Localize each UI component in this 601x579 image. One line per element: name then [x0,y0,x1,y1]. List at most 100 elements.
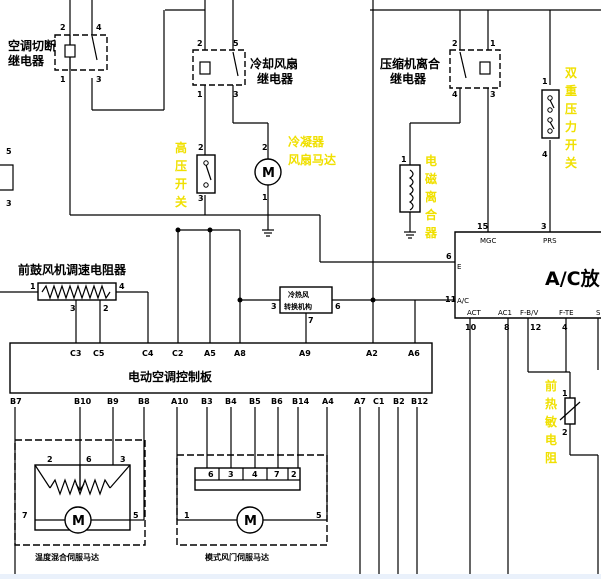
pin-label: 2 [262,143,268,152]
pin-label: 2 [452,39,458,48]
pin-label: 1 [197,90,203,99]
pin-label: 3 [120,455,126,464]
relay-fan-label: 冷却风扇 [250,56,298,71]
mode-damper-servo: 6 3 4 7 2 M 1 5 模式风门伺服马达 [176,454,328,562]
pin-label: 6 [446,252,452,261]
pin-label: 1 [401,155,407,164]
pin-label: 1 [542,77,548,86]
control-board-label: 电动空调控制板 [128,369,213,384]
dual-switch-label: 重 [565,83,577,98]
ac-pin-name: A/C [457,297,469,305]
clutch-label: 合 [425,207,438,222]
ac-module-label: A/C放 [545,267,601,290]
board-top-wiring [175,227,376,343]
recirc-label: 转换机构 [284,302,312,311]
pin-label: C3 [70,349,81,358]
blower-resistor-label: 前鼓风机调速电阻器 [18,262,127,277]
pin-label: A6 [408,349,420,358]
top-wiring [69,0,601,300]
ac-pin-name: F-B/V [520,309,538,317]
pin-label: 2 [291,470,297,479]
pin-label: 4 [96,23,102,32]
pin-label: B4 [225,397,237,406]
pin-label: 6 [335,302,341,311]
pin-label: 2 [562,428,568,437]
pin-label: B14 [292,397,310,406]
clutch-label: 磁 [424,171,437,186]
pin-label: 7 [274,470,280,479]
pin-label: 1 [490,39,496,48]
blower-resistor: 前鼓风机调速电阻器 1 4 3 2 [0,262,149,343]
pin-label: 12 [530,323,541,332]
cond-motor-label: 冷凝器 [288,134,325,149]
pin-label: 6 [208,470,214,479]
pin-label: C5 [93,349,105,358]
pin-label: 5 [316,511,322,520]
pin-label: A5 [204,349,216,358]
pin-label: C2 [172,349,183,358]
relay-ac-cut: 2 4 1 3 空调切断 继电器 [8,23,108,84]
pin-label: 1 [60,75,66,84]
dual-switch-label: 双 [565,66,577,80]
dual-switch-label: 开 [565,138,577,152]
pin-label: 2 [198,143,204,152]
ac-pin-name: MGC [480,237,496,245]
pin-label: 6 [86,455,92,464]
pin-label: A10 [171,397,189,406]
pin-label: 3 [6,199,12,208]
pin-label: 4 [452,90,458,99]
relay-comp-label: 继电器 [390,71,427,86]
relay-compressor-clutch: 2 1 4 3 压缩机离合 继电器 [380,39,501,99]
hp-switch-label: 开 [175,177,187,191]
hp-switch-label: 压 [175,159,187,173]
ac-pin-name: AC1 [498,309,512,317]
clutch-label: 器 [424,226,438,240]
dual-switch-label: 关 [565,155,577,170]
recirc-label: 冷热风 [288,290,309,299]
pin-label: 2 [103,304,109,313]
pin-label: B5 [249,397,261,406]
relay-fan-label: 继电器 [257,71,294,86]
clutch-label: 离 [425,189,437,204]
pin-label: 4 [562,323,568,332]
ac-pin-name: E [457,263,461,271]
mode-servo-label: 模式风门伺服马达 [205,552,269,562]
pin-label: 1 [184,511,190,520]
pin-label: 3 [271,302,277,311]
pin-label: 3 [198,194,204,203]
ac-pin-name: F-TE [559,309,574,317]
magnetic-clutch: 1 电 磁 离 合 器 [399,153,438,240]
pin-label: 4 [542,150,548,159]
pin-label: 3 [541,222,547,231]
pin-label: B7 [10,397,22,406]
cond-motor-label: 风扇马达 [288,152,336,167]
relay-ac-cut-label: 空调切断 [8,38,56,53]
pin-label: 3 [233,90,239,99]
pin-label: 2 [197,39,203,48]
dual-switch-label: 压 [565,102,577,116]
pin-label: 2 [47,455,53,464]
motor-symbol: M [72,514,85,529]
condenser-fan-motor: M 2 1 冷凝器 风扇马达 [254,134,336,237]
control-board: 电动空调控制板 C3 C5 C4 C2 A5 A8 A9 A2 A6 B7 B1… [9,342,433,406]
pin-label: 2 [60,23,66,32]
relay-ac-cut-label: 继电器 [8,53,45,68]
thermistor-label: 电 [545,432,557,447]
ac-amplifier-module: 15 3 MGC PRS 6 E 11 A/C A/C放 ACT AC1 F-B… [373,222,601,579]
high-pressure-switch: 2 3 高 压 开 关 [175,140,216,209]
thermistor-label: 阻 [545,450,557,465]
pin-label: C1 [373,397,385,406]
pin-label: 10 [465,323,477,332]
thermistor-label: 敏 [544,414,558,429]
dual-pressure-switch: 1 4 双 重 压 力 开 关 [541,66,577,170]
pin-label: 5 [133,511,139,520]
temp-servo-label: 温度混合伺服马达 [35,552,99,562]
ac-pin-name: ACT [467,309,482,317]
pin-label: A7 [354,397,366,406]
ac-pin-name: S [596,309,601,317]
pin-label: 3 [70,304,76,313]
pin-label: A4 [322,397,334,406]
pin-label: A9 [299,349,311,358]
pin-label: 1 [30,282,36,291]
